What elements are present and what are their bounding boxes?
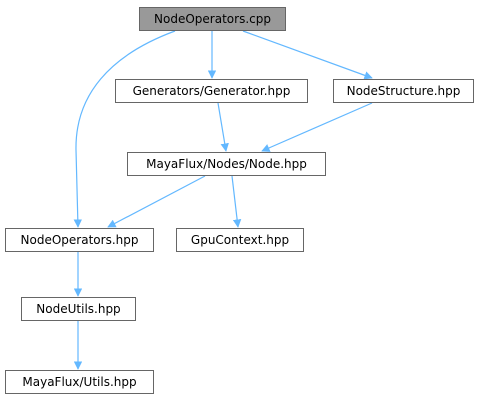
node-mayaflux-nodes-node-hpp[interactable]: MayaFlux/Nodes/Node.hpp (127, 152, 326, 176)
node-nodeoperators-cpp[interactable]: NodeOperators.cpp (139, 7, 286, 31)
edge-node-to-gpucontext (231, 175, 242, 228)
edge-cpp-to-nodestructure (242, 30, 373, 80)
edge-cpp-to-nodeoperators-hpp (73, 30, 176, 228)
node-nodeutils-hpp[interactable]: NodeUtils.hpp (21, 297, 136, 321)
edge-node-to-nodeoperators-hpp (107, 175, 206, 228)
node-nodestructure-hpp[interactable]: NodeStructure.hpp (333, 79, 474, 103)
edge-generator-to-node (217, 102, 229, 152)
node-mayaflux-utils-hpp[interactable]: MayaFlux/Utils.hpp (5, 370, 154, 394)
edge-nodestructure-to-node (261, 102, 373, 152)
node-gpucontext-hpp[interactable]: GpuContext.hpp (176, 228, 304, 252)
node-generators-generator-hpp[interactable]: Generators/Generator.hpp (115, 79, 308, 103)
node-nodeoperators-hpp[interactable]: NodeOperators.hpp (5, 228, 154, 252)
